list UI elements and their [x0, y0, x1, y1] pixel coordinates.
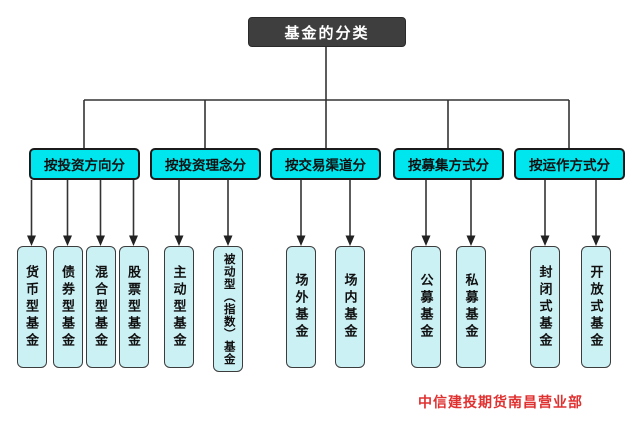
leaf-node-active-fund: 主动型基金: [164, 246, 194, 368]
tree-branch-lines: [30, 47, 597, 236]
leaf-node-closed-end-fund: 封闭式基金: [530, 246, 560, 368]
leaf-node-hybrid-fund: 混合型基金: [85, 246, 116, 368]
leaf-node-otc-fund: 场外基金: [286, 246, 316, 368]
leaf-node-exchange-fund: 场内基金: [335, 246, 365, 368]
leaf-node-public-fund: 公募基金: [411, 246, 441, 368]
category-node-trading-channel: 按交易渠道分: [270, 148, 381, 180]
category-node-fundraising-method: 按募集方式分: [393, 148, 504, 180]
leaf-node-open-end-fund: 开放式基金: [581, 246, 611, 368]
arrowhead-icons: [27, 235, 601, 246]
leaf-node-bond-fund: 债券型基金: [52, 246, 83, 368]
leaf-node-passive-index-fund: 被动型（指数）基金: [213, 246, 243, 372]
root-node-fund-classification: 基金的分类: [248, 17, 406, 47]
category-node-investment-philosophy: 按投资理念分: [150, 148, 261, 180]
category-node-operation-method: 按运作方式分: [514, 148, 625, 180]
leaf-node-private-fund: 私募基金: [456, 246, 486, 368]
category-node-investment-direction: 按投资方向分: [29, 148, 140, 180]
leaf-node-equity-fund: 股票型基金: [118, 246, 149, 368]
watermark-company-name: 中信建投期货南昌营业部: [418, 394, 583, 410]
leaf-node-money-market-fund: 货币型基金: [16, 246, 47, 368]
